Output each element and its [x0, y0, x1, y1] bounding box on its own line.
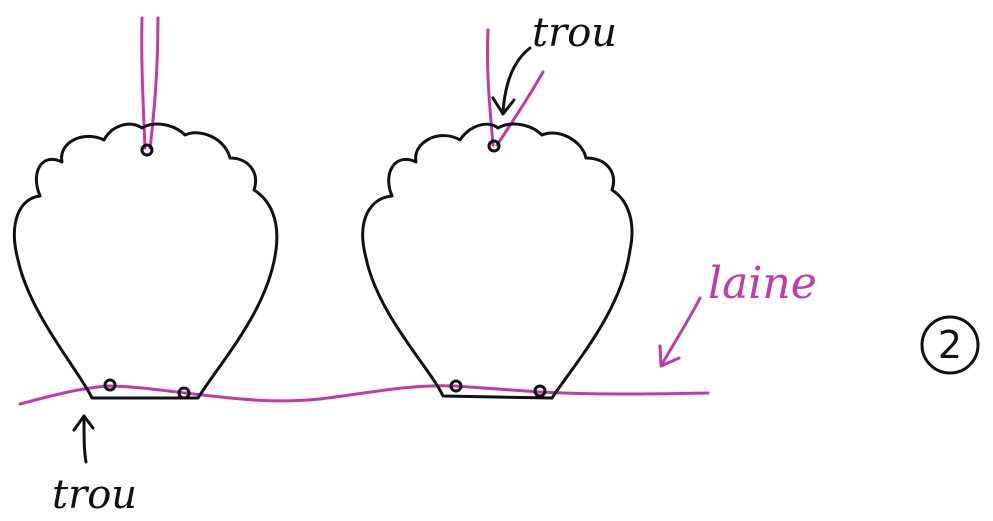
- arrow-to-wool: [658, 296, 702, 368]
- hole-label-top: trou: [532, 10, 617, 56]
- right-hanging-wool: [485, 28, 545, 147]
- right-shell: [361, 122, 634, 400]
- step-number: 2: [938, 323, 962, 367]
- hole-label-bottom: trou: [52, 472, 137, 518]
- left-shell-bottom-left-hole: [103, 378, 117, 392]
- right-shell-bottom-left-hole: [449, 379, 463, 393]
- left-shell-bottom-right-hole: [177, 386, 191, 400]
- left-hanging-wool: [140, 16, 160, 150]
- right-shell-top-hole: [487, 139, 501, 153]
- left-shell-top-hole: [140, 143, 154, 157]
- arrow-to-top-hole: [491, 46, 532, 116]
- left-shell: [13, 122, 279, 400]
- wool-label: laine: [708, 258, 817, 309]
- right-shell-bottom-right-hole: [533, 384, 547, 398]
- step-number-badge: 2: [920, 315, 980, 375]
- arrow-to-bottom-hole: [72, 414, 95, 464]
- wool-thread: [18, 384, 710, 406]
